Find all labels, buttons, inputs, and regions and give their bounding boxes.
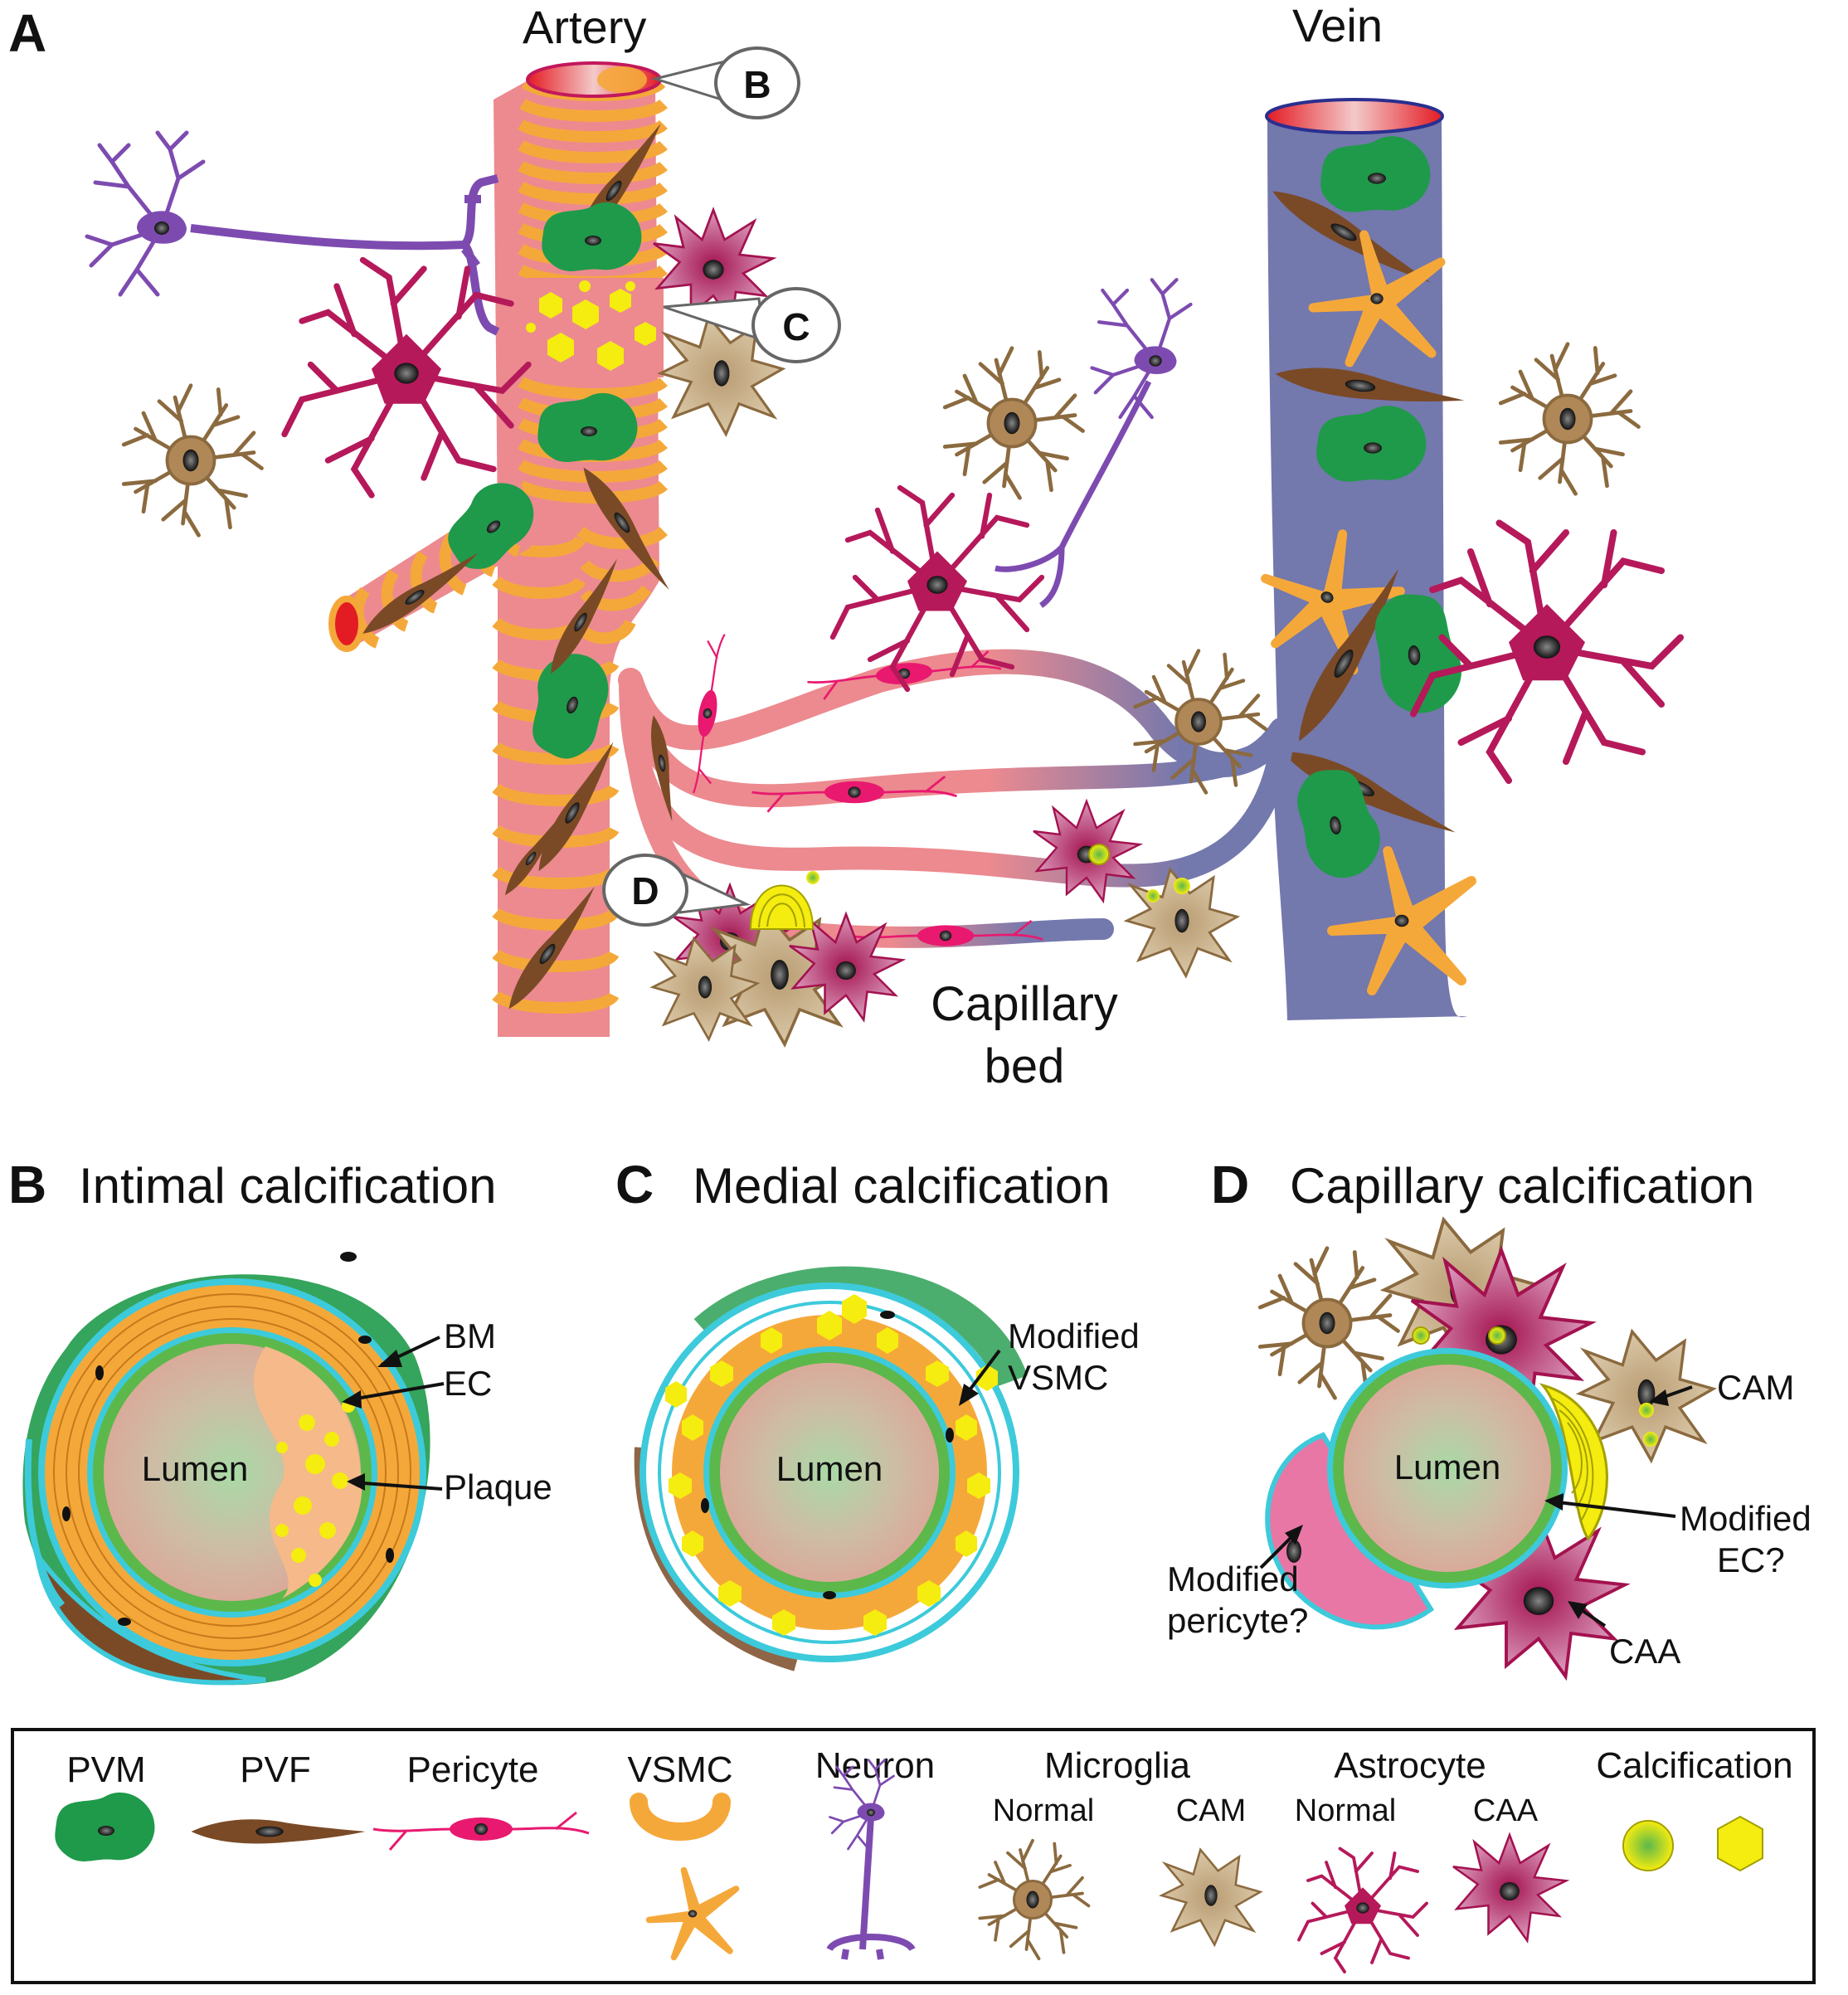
panel-d-label-modified-pericyte-1: Modified	[1167, 1560, 1299, 1598]
panel-a-letter: A	[8, 3, 46, 63]
capillary-bed-label-2: bed	[985, 1039, 1065, 1093]
vein	[1243, 98, 1471, 1020]
panel-d-letter: D	[1211, 1155, 1249, 1214]
panel-b-label-bm: BM	[444, 1316, 496, 1355]
panel-b-letter: B	[8, 1155, 46, 1214]
legend-pvf: PVF	[240, 1749, 311, 1790]
capillary-calcification-deposit	[749, 844, 1190, 930]
legend-pvm: PVM	[66, 1749, 145, 1790]
panel-d-label-cam: CAM	[1717, 1368, 1794, 1407]
callout-c-label: C	[782, 305, 810, 348]
artery	[328, 61, 680, 1037]
callout-d: D	[602, 854, 751, 927]
panel-b-title: Intimal calcification	[79, 1158, 497, 1214]
legend-microglia: Microglia	[1044, 1745, 1191, 1786]
capillary-bed-label-1: Capillary	[931, 977, 1118, 1031]
legend-microglia-cam: CAM	[1176, 1793, 1246, 1828]
panel-c-lumen: Lumen	[776, 1449, 883, 1488]
legend-calcification: Calcification	[1596, 1745, 1792, 1786]
panel-d-label-modified-ec-2: EC?	[1717, 1540, 1785, 1579]
panel-c-title: Medial calcification	[693, 1158, 1111, 1214]
panel-b-lumen: Lumen	[142, 1449, 248, 1488]
legend-astrocyte-caa: CAA	[1473, 1793, 1539, 1828]
legend-neuron: Neuron	[815, 1745, 935, 1786]
callout-c: C	[663, 287, 841, 363]
callout-b: B	[650, 46, 800, 119]
legend-neuron-icon	[826, 1759, 916, 1960]
callout-d-label: D	[631, 869, 659, 912]
artery-label: Artery	[523, 1, 646, 53]
vein-label: Vein	[1292, 0, 1383, 51]
panel-a: A Artery Vein	[8, 0, 1680, 1093]
panel-d-label-modified-pericyte-2: pericyte?	[1167, 1601, 1308, 1640]
panel-d-label-caa: CAA	[1609, 1632, 1680, 1671]
panel-d-label-modified-ec-1: Modified	[1680, 1499, 1812, 1538]
panel-c-letter: C	[615, 1155, 654, 1214]
legend-astrocyte-normal: Normal	[1295, 1793, 1396, 1828]
legend-vsmc: VSMC	[627, 1749, 732, 1790]
panel-b-label-plaque: Plaque	[444, 1467, 552, 1506]
panel-d: D Capillary calcification Lumen	[1167, 1155, 1812, 1678]
callout-b-label: B	[743, 63, 771, 106]
panel-d-title: Capillary calcification	[1290, 1158, 1754, 1214]
capillary-bed	[618, 649, 1294, 948]
panel-c-label-modified-2: VSMC	[1008, 1358, 1108, 1397]
panel-b: B Intimal calcification	[8, 1155, 552, 1686]
panel-d-lumen: Lumen	[1394, 1448, 1500, 1487]
legend-pericyte: Pericyte	[407, 1749, 539, 1790]
legend: PVM PVF Pericyte VSMC Neuron Microglia N…	[11, 1728, 1816, 1984]
panel-b-label-ec: EC	[444, 1364, 492, 1403]
panel-c: C Medial calcification	[615, 1155, 1140, 1671]
legend-microglia-normal: Normal	[993, 1793, 1094, 1828]
legend-astrocyte: Astrocyte	[1334, 1745, 1486, 1786]
panel-c-label-modified-1: Modified	[1008, 1316, 1140, 1355]
